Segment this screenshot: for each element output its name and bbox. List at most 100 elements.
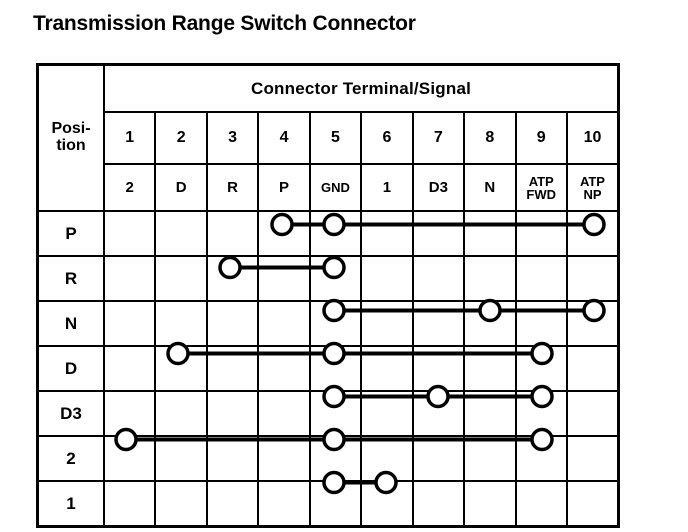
table-row: D [36,345,620,392]
signal-line2: FWD [526,186,557,202]
terminal-number-header-5: 5 [308,111,363,165]
cell-N-t7 [411,300,466,347]
cell-D-t2 [154,345,208,392]
terminal-number-header-1: 1 [102,111,157,165]
terminal-number-header-9: 9 [514,111,568,165]
cell-P-t4 [257,210,311,257]
cell-2-t9 [514,435,568,482]
cell-1-t9 [514,480,568,528]
cell-R-t5 [308,255,363,302]
cell-R-t1 [102,255,157,302]
cell-D3-t5 [308,390,363,437]
cell-R-t8 [463,255,517,302]
cell-D-t1 [102,345,157,392]
position-label-R: R [36,255,105,302]
signal-line1: D3 [428,179,448,196]
cell-D3-t6 [360,390,414,437]
terminal-number-header-3: 3 [205,111,260,165]
table-row: R [36,255,620,302]
signal-line2: NP [583,186,602,202]
cell-P-t6 [360,210,414,257]
cell-D-t4 [257,345,311,392]
cell-D3-t10 [565,390,620,437]
header-row-group: Posi- tion Connector Terminal/Signal [36,63,620,212]
cell-D3-t7 [411,390,466,437]
terminal-number-header-8: 8 [463,111,517,165]
cell-R-t6 [360,255,414,302]
terminal-number-header-4: 4 [257,111,311,165]
cell-P-t2 [154,210,208,257]
cell-D3-t9 [514,390,568,437]
terminal-number-header-6: 6 [360,111,414,165]
cell-2-t4 [257,435,311,482]
cell-D-t8 [463,345,517,392]
position-header-line2: tion [56,137,86,154]
cell-N-t3 [205,300,260,347]
cell-D-t3 [205,345,260,392]
cell-R-t4 [257,255,311,302]
signal-line1: 1 [382,179,392,196]
cell-1-t10 [565,480,620,528]
position-header-line1: Posi- [51,120,91,138]
cell-1-t5 [308,480,363,528]
connector-terminal-signal-header: Connector Terminal/Signal [103,63,620,113]
signal-line1: ATP [528,173,554,189]
table-row: N [36,300,620,347]
position-label-D3: D3 [36,390,105,437]
cell-N-t9 [514,300,568,347]
cell-1-t8 [463,480,517,528]
position-label-D: D [36,345,105,392]
terminal-signal-header-6: 1 [360,163,414,212]
cell-N-t8 [463,300,517,347]
terminal-number-header-10: 10 [565,111,620,165]
cell-R-t2 [154,255,208,302]
cell-R-t3 [205,255,260,302]
cell-D3-t3 [205,390,260,437]
cell-P-t3 [205,210,260,257]
cell-2-t1 [102,435,157,482]
cell-P-t10 [565,210,620,257]
cell-1-t2 [154,480,208,528]
terminal-signal-header-5: GND [308,163,363,212]
cell-D3-t8 [463,390,517,437]
table-row: D3 [36,390,620,437]
cell-D-t5 [308,345,363,392]
cell-N-t1 [102,300,157,347]
cell-D3-t4 [257,390,311,437]
terminal-signal-header-1: 2 [102,163,157,212]
cell-D-t7 [411,345,466,392]
position-label-N: N [36,300,105,347]
cell-P-t8 [463,210,517,257]
cell-2-t10 [565,435,620,482]
cell-D-t10 [565,345,620,392]
position-label-2: 2 [36,435,105,482]
cell-D-t9 [514,345,568,392]
signal-line1: 2 [125,179,134,196]
signal-line1: P [279,179,290,196]
terminal-signal-header-2: D [154,163,208,212]
cell-2-t6 [360,435,414,482]
position-label-P: P [36,210,105,257]
cell-2-t7 [411,435,466,482]
cell-2-t3 [205,435,260,482]
terminal-number-header-7: 7 [411,111,466,165]
cell-P-t1 [102,210,157,257]
cell-2-t5 [308,435,363,482]
table-row: 1 [36,480,620,528]
cell-2-t2 [154,435,208,482]
cell-D3-t2 [154,390,208,437]
cell-N-t2 [154,300,208,347]
terminal-signal-header-8: N [463,163,517,212]
position-label-1: 1 [36,480,105,528]
cell-1-t6 [360,480,414,528]
signal-line1: D [175,179,187,196]
terminal-number-header-2: 2 [154,111,208,165]
cell-1-t3 [205,480,260,528]
table-row: 2 [36,435,620,482]
